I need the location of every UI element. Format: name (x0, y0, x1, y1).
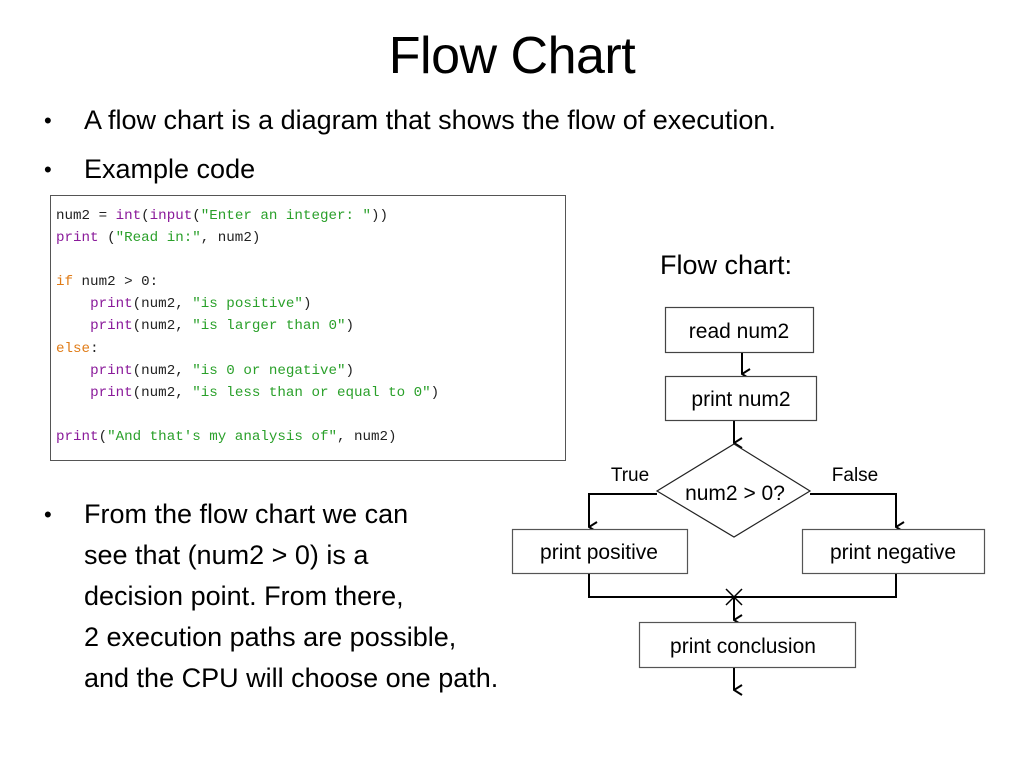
node-print-conclusion-label: print conclusion (670, 635, 816, 658)
code-token-fn: input (149, 208, 193, 224)
code-listing: num2 = int(input("Enter an integer: "))p… (56, 205, 439, 448)
code-token-str: "is larger than 0" (192, 318, 346, 335)
code-token-var: ( (141, 208, 150, 224)
edge-false-label: False (832, 465, 878, 486)
node-print-negative-label: print negative (830, 541, 956, 564)
code-token-str: "Read in:" (115, 230, 201, 247)
code-token-var: , num2) (200, 230, 261, 247)
code-line: print(num2, "is larger than 0") (56, 315, 439, 337)
node-read-num2-label: read num2 (689, 320, 789, 343)
code-line: print(num2, "is 0 or negative") (56, 360, 439, 382)
edge-true-branch (588, 493, 657, 527)
code-token-var: (num2, (132, 318, 193, 335)
node-decision: num2 > 0? (655, 443, 812, 538)
node-read-num2: read num2 (664, 306, 815, 354)
code-token-str: "Enter an integer: " (200, 208, 372, 224)
code-token-fn: print (90, 296, 133, 313)
code-line: if num2 > 0: (56, 271, 439, 293)
code-token-kw: else (56, 340, 91, 357)
code-token-var: )) (371, 208, 389, 224)
code-line: print(num2, "is positive") (56, 293, 439, 315)
edge-positive-merge (588, 574, 734, 598)
code-token-fn: print (90, 384, 133, 401)
edge-negative-merge (734, 574, 897, 598)
bullet-dot: • (44, 157, 52, 182)
bullet-text: A flow chart is a diagram that shows the… (84, 105, 776, 135)
code-token-fn: print (56, 230, 99, 247)
bullet-text: From the flow chart we can see that (num… (84, 499, 499, 693)
code-line: print(num2, "is less than or equal to 0"… (56, 382, 439, 404)
node-print-conclusion: print conclusion (638, 621, 857, 669)
code-line: else: (56, 338, 439, 360)
code-token-fn: print (56, 428, 99, 445)
edge-true-label: True (611, 465, 649, 486)
bullet-dot: • (44, 502, 52, 527)
code-token-var: (num2, (132, 384, 193, 401)
code-token-var: (num2, (132, 296, 193, 313)
code-token-fn: print (90, 318, 133, 335)
code-token-fn: print (90, 362, 133, 379)
code-line: print("And that's my analysis of", num2) (56, 426, 439, 448)
code-line: num2 = int(input("Enter an integer: ")) (56, 205, 439, 227)
code-token-var: ( (98, 230, 116, 247)
code-token-var: , num2) (336, 428, 397, 445)
node-print-num2: print num2 (664, 375, 818, 422)
code-token-var: ( (192, 208, 201, 224)
code-token-var: : (90, 340, 99, 357)
code-token-var: num2 > 0: (73, 274, 159, 291)
edge-false-branch (810, 493, 896, 527)
node-decision-label: num2 > 0? (685, 482, 785, 505)
code-line: print ("Read in:", num2) (56, 227, 439, 249)
code-token-var: ( (98, 428, 108, 445)
code-token-var: (num2, (132, 362, 193, 379)
code-token-str: "And that's my analysis of" (107, 428, 337, 445)
bullet-text: Example code (84, 154, 256, 184)
code-token-var: ) (345, 362, 355, 379)
node-print-positive-label: print positive (540, 541, 658, 564)
code-token-var: ) (430, 384, 440, 401)
code-token-str: "is 0 or negative" (192, 362, 346, 379)
node-print-negative: print negative (801, 528, 986, 575)
code-token-kw: if (56, 274, 74, 291)
code-token-var: ) (302, 296, 312, 313)
node-print-positive: print positive (511, 528, 689, 575)
flowchart-label: Flow chart: (660, 250, 793, 280)
slide-title: Flow Chart (388, 27, 636, 85)
code-token-var: ) (345, 318, 355, 335)
node-print-num2-label: print num2 (691, 388, 790, 411)
bullet-dot: • (44, 108, 52, 133)
code-token-str: "is positive" (192, 296, 303, 313)
code-token-var: num2 = (56, 208, 116, 224)
code-token-fn: int (115, 208, 142, 224)
code-example-box: num2 = int(input("Enter an integer: "))p… (50, 195, 566, 461)
code-token-str: "is less than or equal to 0" (192, 384, 431, 401)
